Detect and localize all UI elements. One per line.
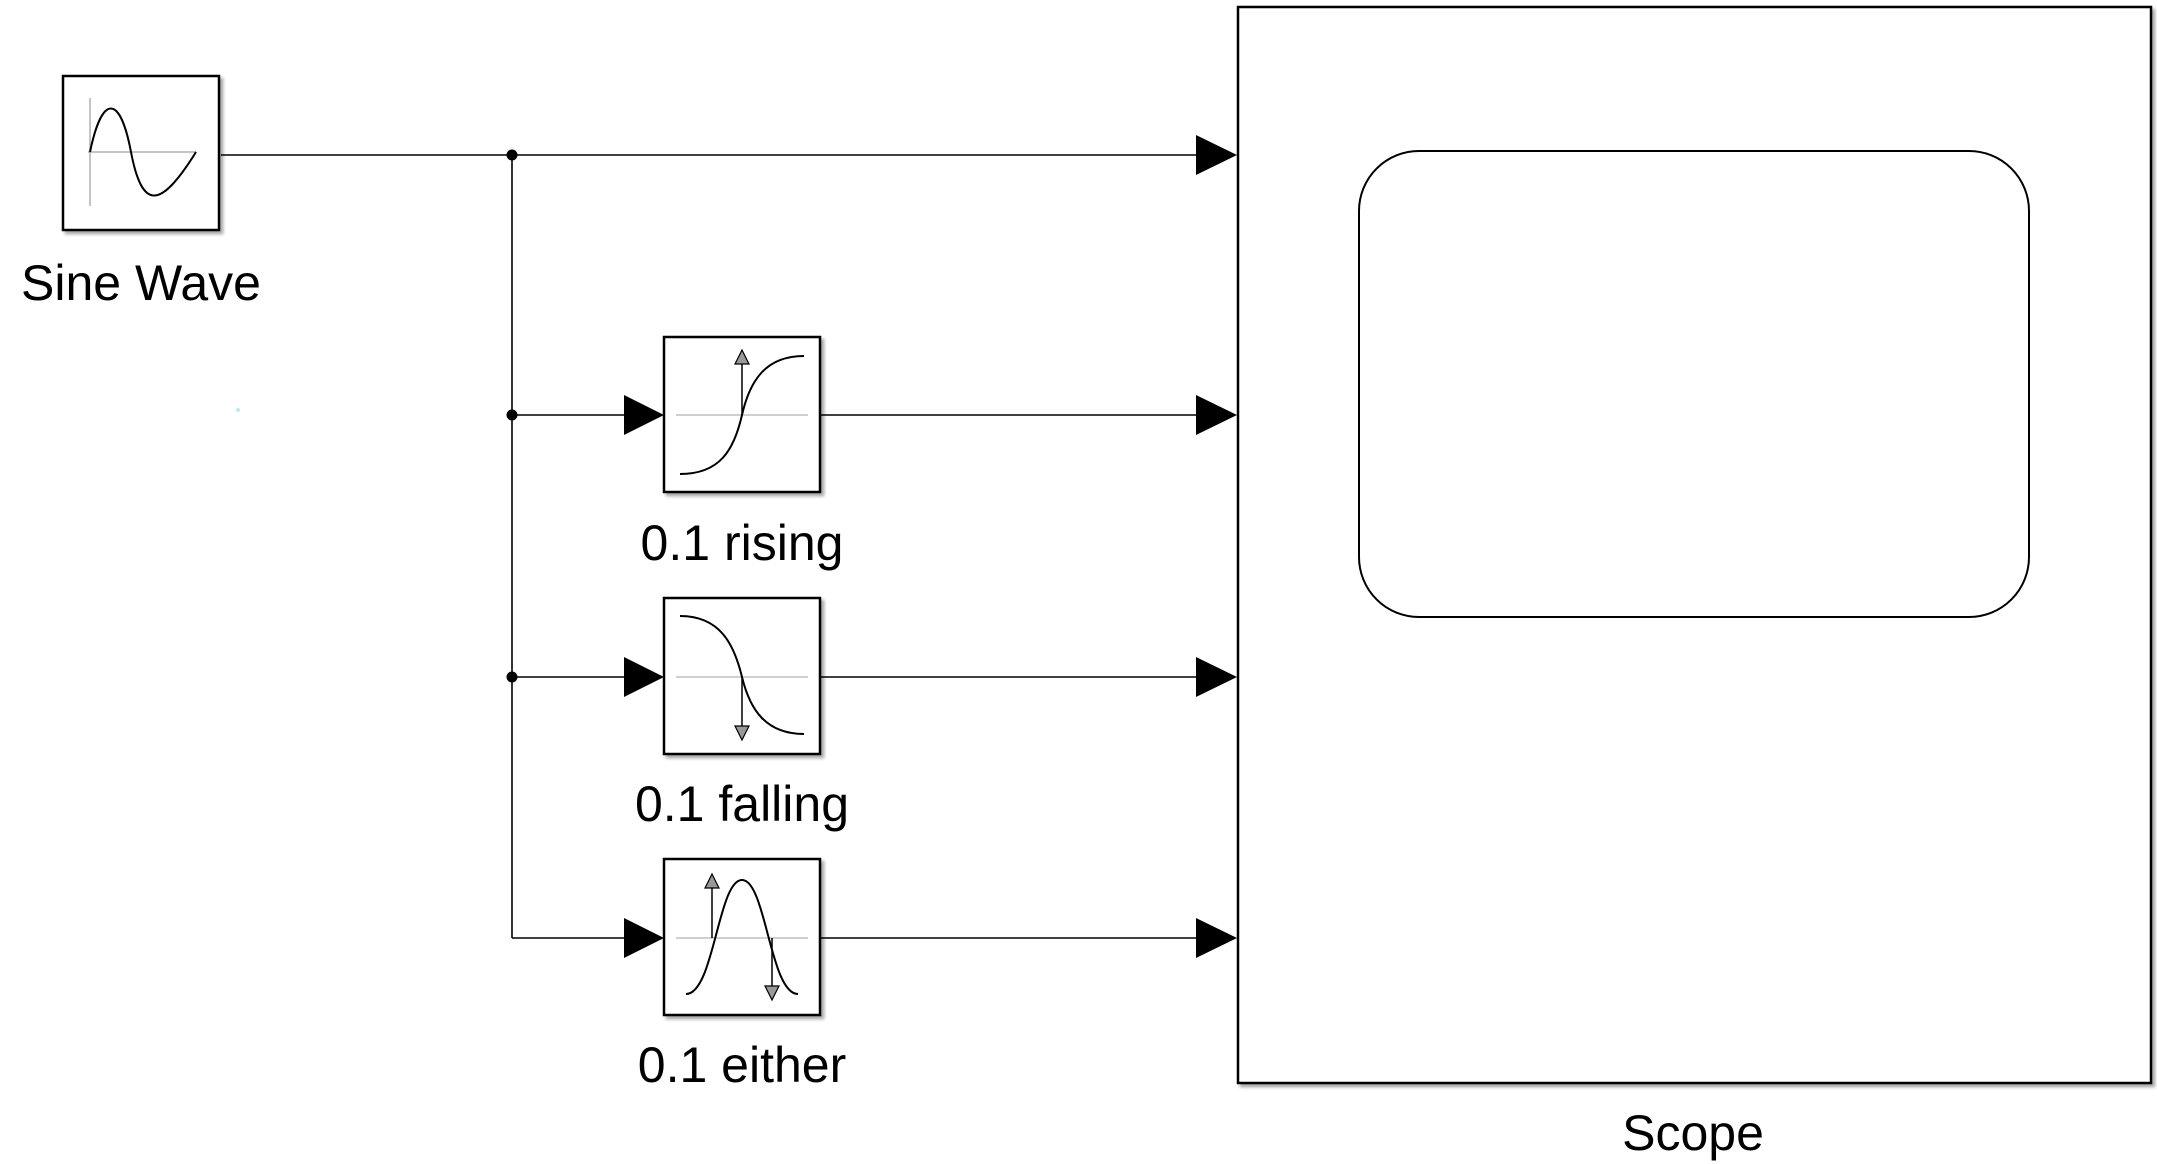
sine-wave-block[interactable]	[61, 74, 221, 232]
port-arrow-rising-in	[624, 395, 664, 435]
scope-input-port-4	[1196, 918, 1237, 958]
rising-detector-block[interactable]	[662, 335, 822, 494]
rising-label: 0.1 rising	[640, 515, 844, 571]
scope-input-port-2	[1196, 395, 1237, 435]
branch-dot	[506, 409, 518, 421]
sine-wave-label: Sine Wave	[21, 255, 261, 311]
port-arrows	[624, 135, 1237, 958]
signal-lines	[221, 154, 1202, 939]
either-label: 0.1 either	[637, 1037, 847, 1093]
port-arrow-either-in	[624, 918, 664, 958]
branch-dot	[506, 671, 518, 683]
falling-detector-block[interactable]	[662, 596, 822, 756]
sine-wave-icon	[88, 98, 197, 206]
scope-label: Scope	[1622, 1105, 1764, 1161]
scope-input-port-1	[1196, 135, 1237, 175]
port-arrow-falling-in	[624, 657, 664, 697]
falling-label: 0.1 falling	[634, 776, 850, 832]
rising-edge-icon	[676, 348, 808, 475]
either-detector-block[interactable]	[662, 857, 822, 1017]
scope-input-port-3	[1196, 657, 1237, 697]
branch-dot	[506, 149, 518, 161]
falling-edge-icon	[676, 615, 808, 742]
either-edge-icon	[676, 872, 808, 1002]
canvas-speck	[236, 408, 240, 412]
scope-display-icon	[1358, 150, 2030, 618]
scope-block[interactable]	[1236, 5, 2153, 1085]
branch-points	[506, 149, 518, 683]
